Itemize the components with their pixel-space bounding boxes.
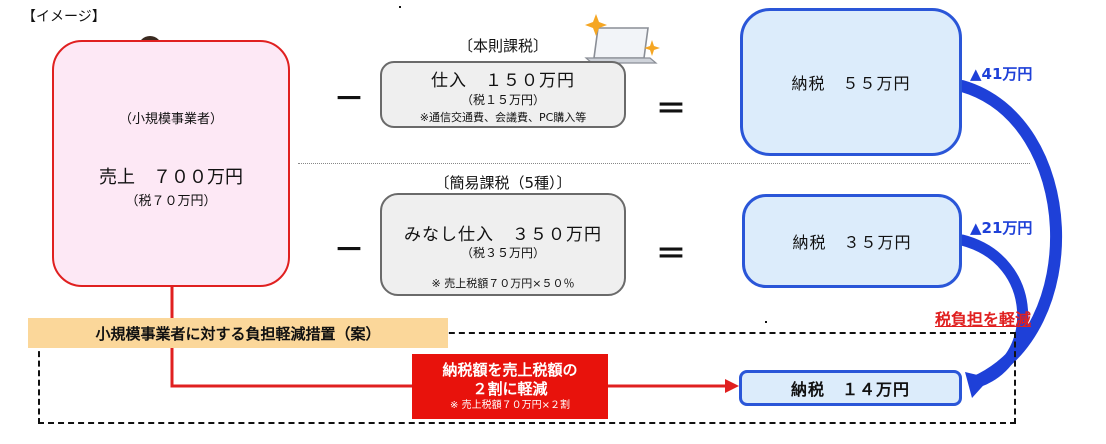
tax-35-box: 納税 ３５万円 [742,194,962,288]
honsoku-tax: （税１５万円） [460,93,545,107]
stray-mark-3 [765,321,767,323]
seller-box [52,40,290,287]
burden-reduce-label: 税負担を軽減 [935,310,1032,329]
kani-title: 〔簡易課税（5種）〕 [434,174,572,192]
image-label: 【イメージ】 [22,9,106,25]
minus-sign-top: － [334,82,364,117]
tax-55-box: 納税 ５５万円 [740,8,962,156]
blue-curve-arrow-21 [956,234,1028,388]
equals-sign-bottom: ＝ [656,237,686,272]
equals-sign-top: ＝ [656,92,686,127]
seller-label: （小規模事業者） [118,112,223,127]
dotted-divider [298,163,1030,164]
reduction-rule-line2: ２割に軽減 [472,379,548,398]
reduction-21: ▲21万円 [970,219,1033,237]
honsoku-title: 〔本則課税〕 [457,37,548,55]
red-arrowhead [725,379,739,393]
stray-mark-1 [399,6,401,8]
honsoku-box [380,61,626,128]
tax-35-label: 納税 ３５万円 [792,233,912,252]
kani-note: ※ 売上税額７０万円×５０％ [431,277,575,290]
reduction-rule-note: ※ 売上税額７０万円×２割 [450,399,570,411]
reduction-41: ▲41万円 [970,65,1033,83]
tax-55-label: 納税 ５５万円 [791,74,911,93]
reduction-rule-box: 納税額を売上税額の ２割に軽減 ※ 売上税額７０万円×２割 [412,354,608,419]
honsoku-note: ※通信交通費、会議費、PC購入等 [419,111,587,124]
minus-sign-bottom: － [334,233,364,268]
reduction-rule-line1: 納税額を売上税額の [442,360,578,379]
kani-box [380,193,626,296]
honsoku-purchase: 仕入 １５０万円 [431,71,575,91]
tax-14-box: 納税 １４万円 [739,370,962,406]
measure-dashed-frame [38,332,1016,424]
measure-banner: 小規模事業者に対する負担軽減措置（案） [28,318,448,348]
tax-14-label: 納税 １４万円 [790,380,910,399]
blue-arrowhead [965,372,990,398]
sales-amount: 売上 ７００万円 [99,167,243,188]
kani-tax: （税３５万円） [460,246,545,260]
kani-purchase: みなし仕入 ３５０万円 [404,225,602,245]
measure-banner-text: 小規模事業者に対する負担軽減措置（案） [95,324,381,343]
sales-tax: （税７０万円） [125,194,217,209]
